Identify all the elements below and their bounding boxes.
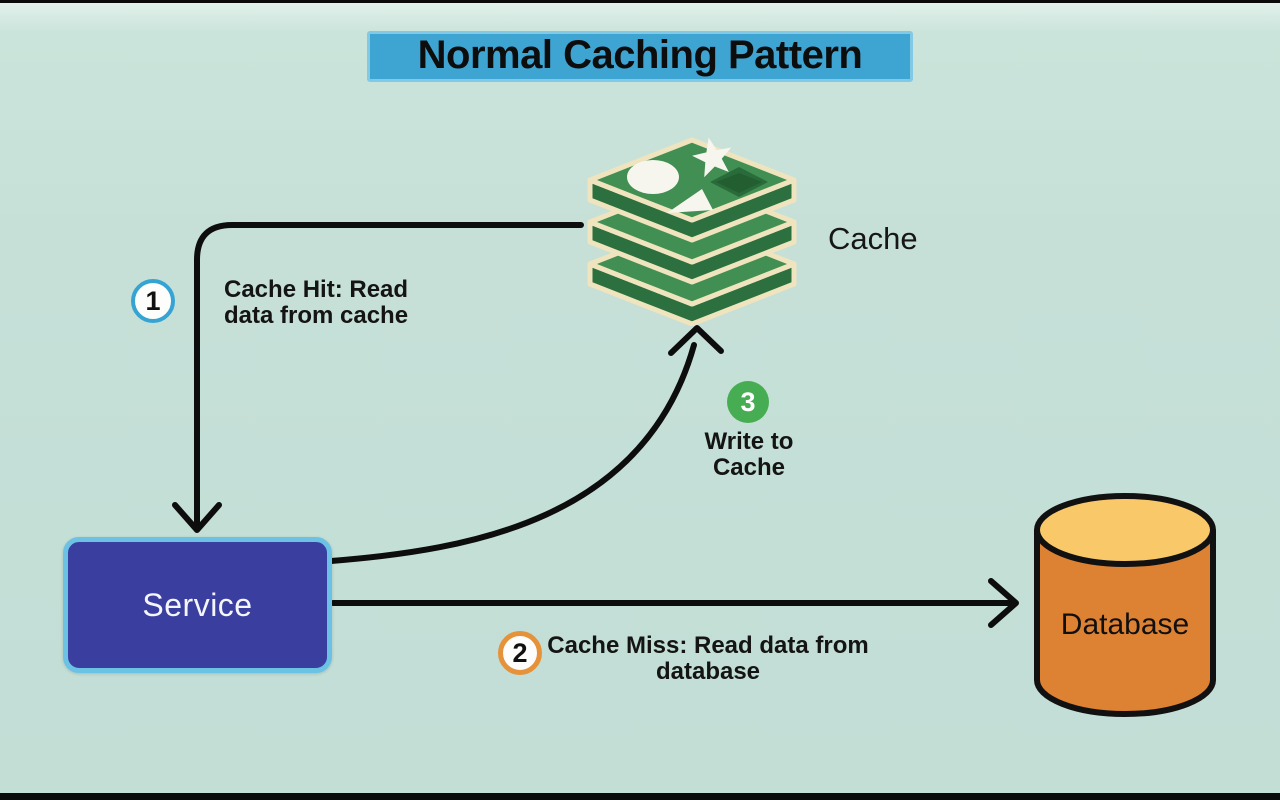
step-2-label: Cache Miss: Read data from database (547, 632, 869, 685)
arrow-cache-to-service (172, 222, 584, 533)
cache-top-shapes (627, 137, 768, 213)
title-banner: Normal Caching Pattern (367, 31, 913, 82)
service-node: Service (63, 537, 332, 673)
database-cylinder-icon (1034, 493, 1216, 717)
step-2-number: 2 (512, 637, 528, 668)
cache-node (583, 136, 801, 327)
database-node (1031, 490, 1219, 720)
top-edge-bar (0, 0, 1280, 3)
redis-stack-icon (587, 137, 797, 327)
step-1-number: 1 (145, 285, 161, 316)
database-node-label: Database (1060, 608, 1190, 641)
step-3-number: 3 (740, 386, 756, 417)
triangle-shape (667, 189, 713, 213)
service-node-label: Service (142, 586, 253, 623)
cache-node-label: Cache (828, 221, 918, 256)
step-1-label: Cache Hit: Read data from cache (224, 276, 409, 329)
step-2-badge: 2 (498, 631, 542, 675)
step-3-label: Write to Cache (704, 428, 794, 481)
step-3-badge: 3 (727, 381, 769, 423)
step-1-badge: 1 (131, 279, 175, 323)
bottom-edge-bar (0, 793, 1280, 800)
page-title: Normal Caching Pattern (417, 33, 863, 77)
arrow-service-to-database (330, 578, 1019, 628)
cube-shape (710, 167, 768, 197)
star-shape (692, 137, 732, 178)
arrow-service-to-cache (328, 325, 724, 564)
